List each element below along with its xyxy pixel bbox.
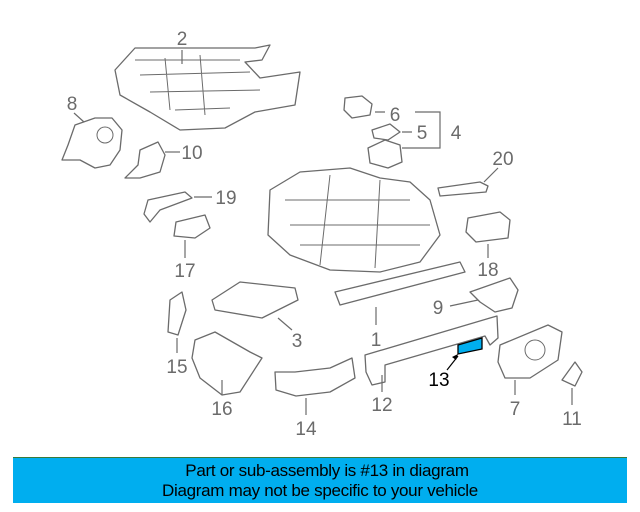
- callout-3: 3: [292, 331, 303, 352]
- callout-17: 17: [174, 261, 195, 282]
- callout-6: 6: [390, 105, 401, 126]
- part-4[interactable]: [367, 139, 403, 169]
- callout-1: 1: [371, 330, 382, 351]
- callout-2: 2: [177, 29, 188, 50]
- banner-line-1: Part or sub-assembly is #13 in diagram: [185, 460, 469, 480]
- callout-4: 4: [451, 123, 462, 144]
- callout-11: 11: [562, 409, 582, 430]
- leader-3: [277, 317, 293, 331]
- part-15[interactable]: [167, 291, 187, 336]
- part-6[interactable]: [343, 95, 373, 119]
- part-9[interactable]: [469, 277, 519, 313]
- seat-cushion-frame[interactable]: [267, 167, 441, 273]
- part-17[interactable]: [173, 214, 211, 239]
- part-19[interactable]: [143, 191, 193, 223]
- callout-13: 13: [428, 370, 449, 391]
- leader-9: [449, 299, 479, 307]
- callout-5: 5: [417, 123, 428, 144]
- part-20[interactable]: [437, 181, 489, 197]
- part-5[interactable]: [371, 123, 401, 141]
- part-2-seat-track[interactable]: [114, 44, 301, 131]
- part-info-banner: Part or sub-assembly is #13 in diagram D…: [13, 457, 627, 503]
- callout-8: 8: [67, 94, 78, 115]
- callout-10: 10: [181, 143, 202, 164]
- part-14[interactable]: [274, 357, 356, 397]
- callout-19: 19: [215, 188, 236, 209]
- part-11[interactable]: [561, 361, 583, 387]
- part-10[interactable]: [124, 141, 166, 179]
- callout-18: 18: [477, 260, 498, 281]
- leader-13-arrow: [452, 354, 458, 360]
- leader-4-5-6: [375, 111, 441, 149]
- parts-diagram: 1 2 3 4 5 6 7 8 9 10 11 12 13 14 15 16 1…: [61, 29, 583, 440]
- part-12-side-cover[interactable]: [364, 315, 499, 386]
- part-18[interactable]: [465, 211, 511, 243]
- part-7[interactable]: [497, 324, 563, 379]
- part-16[interactable]: [191, 331, 263, 396]
- callout-12: 12: [371, 395, 392, 416]
- callout-15: 15: [166, 357, 187, 378]
- callout-9: 9: [433, 298, 444, 319]
- leader-20: [483, 167, 499, 183]
- callout-14: 14: [295, 419, 317, 440]
- callout-16: 16: [211, 399, 232, 420]
- part-8-cover[interactable]: [61, 117, 123, 169]
- part-13-highlighted[interactable]: [457, 337, 483, 355]
- leader-8: [73, 112, 85, 123]
- part-1-rail[interactable]: [334, 261, 466, 306]
- banner-line-2: Diagram may not be specific to your vehi…: [162, 480, 478, 500]
- part-3[interactable]: [211, 281, 299, 319]
- callout-20: 20: [492, 149, 513, 170]
- callout-7: 7: [510, 399, 521, 420]
